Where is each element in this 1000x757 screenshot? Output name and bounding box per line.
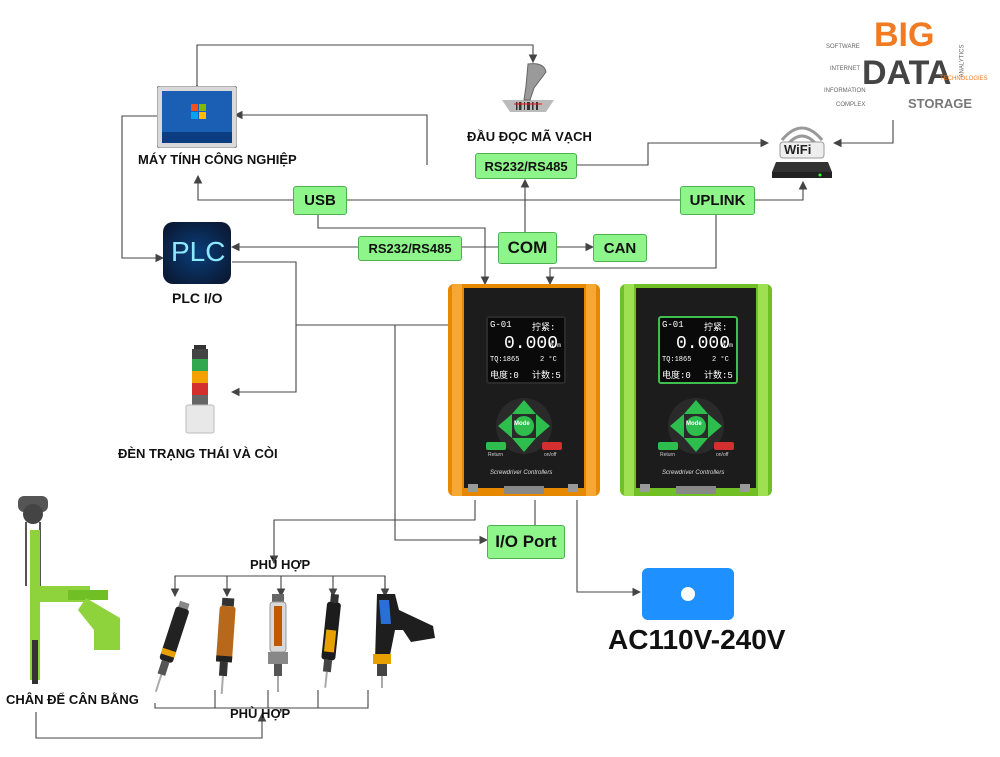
- big-data-storage: STORAGE: [908, 96, 973, 111]
- controller-orange: G-01 拧紧: 0.000 N·m TQ:1865 2 °C 电度:0 计数:…: [448, 284, 600, 496]
- screen-line1-left: G-01: [662, 320, 684, 330]
- signal-tower: [182, 345, 218, 437]
- computer-label: MÁY TÍNH CÔNG NGHIỆP: [138, 152, 297, 167]
- screen-unit: N·m: [722, 342, 733, 349]
- rs232-left-tag: RS232/RS485: [358, 236, 462, 261]
- signal-light-label: ĐÈN TRẠNG THÁI VÀ CÒI: [118, 446, 278, 461]
- screen-line3-right: 2 °C: [540, 356, 557, 364]
- plc-label: PLC I/O: [172, 290, 223, 306]
- onoff-button[interactable]: on/off: [544, 452, 557, 458]
- compatible-top-label: PHÙ HỢP: [250, 557, 311, 572]
- monitor-icon: [156, 85, 238, 149]
- router-icon: [772, 126, 832, 178]
- screwdriver-3: [258, 592, 298, 696]
- barcode-scanner: [498, 60, 558, 112]
- mode-button[interactable]: Mode: [686, 421, 702, 427]
- uplink-tag: UPLINK: [680, 186, 755, 215]
- mode-button[interactable]: Mode: [514, 421, 530, 427]
- screen-line3-right: 2 °C: [712, 356, 729, 364]
- pistol-screwdriver-icon: [373, 594, 435, 688]
- compatible-bottom-label: PHÙ HỢP: [230, 706, 291, 721]
- big-data-word: SOFTWARE: [826, 44, 860, 50]
- return-button[interactable]: Return: [488, 452, 504, 458]
- controller-orange-screen: G-01 拧紧: 0.000 N·m TQ:1865 2 °C 电度:0 计数:…: [486, 316, 566, 384]
- screen-line1-right: 拧紧:: [532, 323, 556, 333]
- screwdriver-4: [310, 592, 350, 692]
- screen-line4-right: 计数:5: [532, 371, 561, 381]
- onoff-button[interactable]: on/off: [716, 452, 729, 458]
- controller-green-screen: G-01 拧紧: 0.000 N·m TQ:1865 2 °C 电度:0 计数:…: [658, 316, 738, 384]
- barcode-scanner-icon: [502, 63, 554, 112]
- controller-green: G-01 拧紧: 0.000 N·m TQ:1865 2 °C 电度:0 计数:…: [620, 284, 772, 496]
- wifi-text: WiFi: [784, 142, 812, 157]
- plc-device: PLC: [163, 222, 231, 284]
- screen-value: 0.000: [676, 334, 731, 354]
- big-data-word: INFORMATION: [824, 88, 866, 94]
- controller-orange-label: Screwdriver Controllers: [490, 470, 553, 476]
- controller-green-label: Screwdriver Controllers: [662, 470, 725, 476]
- screwdriver-icon: [215, 597, 236, 694]
- big-data-big: BIG: [874, 16, 935, 54]
- big-data-word: TECHNOLOGIES: [940, 76, 988, 82]
- balancer-stand: [8, 490, 126, 686]
- screwdriver-icon: [268, 594, 288, 692]
- screen-line4-right: 计数:5: [704, 371, 733, 381]
- com-tag: COM: [498, 232, 557, 264]
- screwdriver-icon: [321, 593, 341, 688]
- screen-unit: N·m: [550, 342, 561, 349]
- balancer-label: CHÂN ĐỂ CÂN BẰNG: [6, 692, 139, 707]
- screen-line3-left: TQ:1865: [490, 356, 520, 364]
- plc-icon: [163, 222, 231, 284]
- big-data-word: COMPLEX: [836, 102, 866, 108]
- plc-logo-text: PLC: [171, 236, 226, 267]
- screwdriver-icon: [154, 600, 190, 693]
- screen-line4-left: 电度:0: [662, 371, 691, 381]
- io-port-tag: I/O Port: [487, 525, 565, 559]
- signal-light-icon: [185, 345, 215, 434]
- power-socket: [642, 568, 734, 620]
- industrial-computer: [156, 85, 238, 149]
- balancer-arm-icon: [18, 496, 120, 684]
- return-button[interactable]: Return: [660, 452, 676, 458]
- screwdriver-1: [150, 598, 190, 698]
- big-data-cloud: BIG DATA STORAGE ANALYTICS TECHNOLOGIES …: [816, 14, 988, 120]
- screen-line4-left: 电度:0: [490, 371, 519, 381]
- screen-value: 0.000: [504, 334, 559, 354]
- screen-line1-left: G-01: [490, 320, 512, 330]
- power-label: AC110V-240V: [608, 624, 786, 655]
- screwdriver-2: [205, 596, 245, 698]
- rs232-top-tag: RS232/RS485: [475, 153, 577, 179]
- pistol-screwdriver: [355, 590, 437, 690]
- big-data-data: DATA: [862, 54, 952, 92]
- can-tag: CAN: [593, 234, 647, 262]
- barcode-label: ĐẦU ĐỌC MÃ VẠCH: [467, 129, 592, 144]
- screen-line1-right: 拧紧:: [704, 323, 728, 333]
- big-data-word: INTERNET: [830, 66, 860, 72]
- screen-line3-left: TQ:1865: [662, 356, 692, 364]
- power-plug-icon: [642, 568, 734, 620]
- usb-tag: USB: [293, 186, 347, 215]
- wifi-router: WiFi: [770, 118, 834, 182]
- big-data-word: ANALYTICS: [959, 44, 966, 78]
